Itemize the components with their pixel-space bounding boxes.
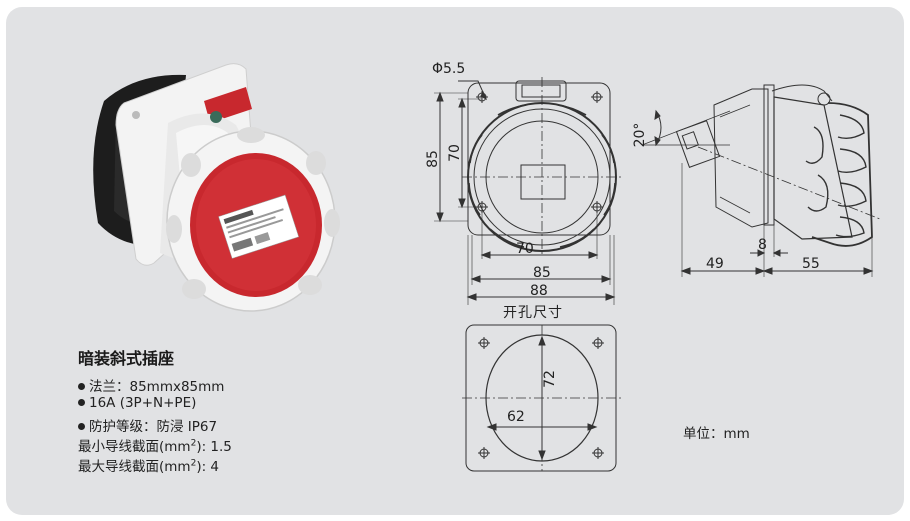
front-view — [434, 77, 622, 305]
spec-current: 16A (3P+N+PE) — [78, 395, 196, 411]
side-flange-plate — [763, 84, 775, 226]
product-title: 暗装斜式插座 — [78, 349, 175, 368]
front-flange-outline — [467, 82, 611, 236]
label-sticker — [218, 194, 300, 259]
dim-width-85: 85 — [533, 265, 551, 281]
product-card: 暗装斜式插座 法兰：85mmx85mm 16A (3P+N+PE) 防护等级：防… — [6, 7, 904, 515]
dim-hole-diameter: Φ5.5 — [432, 61, 465, 77]
cutout-title: 开孔尺寸 — [503, 305, 563, 321]
spec-wire-min: 最小导线截面(mm2): 1.5 — [78, 438, 232, 456]
dim-height-70: 70 — [447, 144, 463, 162]
bullet-dot — [78, 423, 85, 430]
technical-drawing: Φ5.5 85 70 70 85 88 20° 49 8 55 72 62 — [425, 61, 881, 472]
unit-label: 单位：mm — [683, 426, 750, 442]
spec-wire-max: 最大导线截面(mm2): 4 — [78, 458, 220, 476]
dim-cutout-62: 62 — [507, 409, 525, 425]
dim-side-49: 49 — [706, 256, 724, 272]
bullet-dot — [78, 383, 85, 390]
bullet-dot — [78, 399, 85, 406]
dim-width-88: 88 — [530, 283, 548, 299]
cutout-view — [462, 324, 622, 472]
spec-protection: 防护等级：防浸 IP67 — [78, 415, 217, 435]
spec-flange: 法兰：85mmx85mm — [78, 375, 224, 395]
dim-width-70: 70 — [516, 241, 534, 257]
dim-cutout-72: 72 — [542, 370, 558, 388]
front-center-rect — [520, 164, 566, 200]
product-photo — [93, 63, 340, 312]
dim-side-55: 55 — [802, 256, 820, 272]
dim-side-8: 8 — [758, 237, 767, 253]
dim-height-85: 85 — [425, 150, 441, 168]
side-view — [641, 84, 881, 277]
dim-angle-20: 20° — [632, 123, 648, 148]
